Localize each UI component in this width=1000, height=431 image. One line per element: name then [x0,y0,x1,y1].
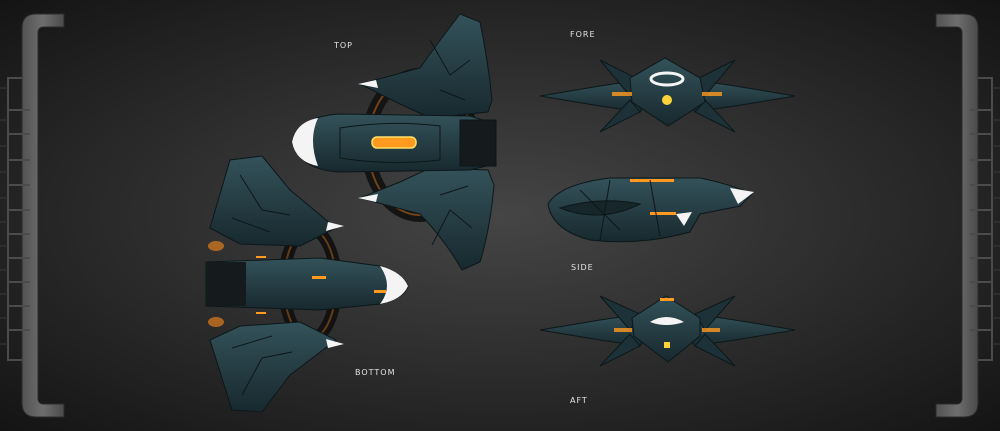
label-bottom-view: BOTTOM [355,368,396,377]
ship-top-view [291,13,497,271]
label-aft-view: AFT [570,396,588,405]
right-bracket [935,13,1000,418]
label-side-view: SIDE [571,263,594,272]
left-bracket [0,13,65,418]
label-top-view: TOP [334,41,354,50]
ship-side-view [547,177,754,243]
ship-fore-view [539,57,796,133]
ship-aft-view [539,295,796,367]
label-fore-view: FORE [570,30,596,39]
ship-bottom-view [205,155,409,413]
